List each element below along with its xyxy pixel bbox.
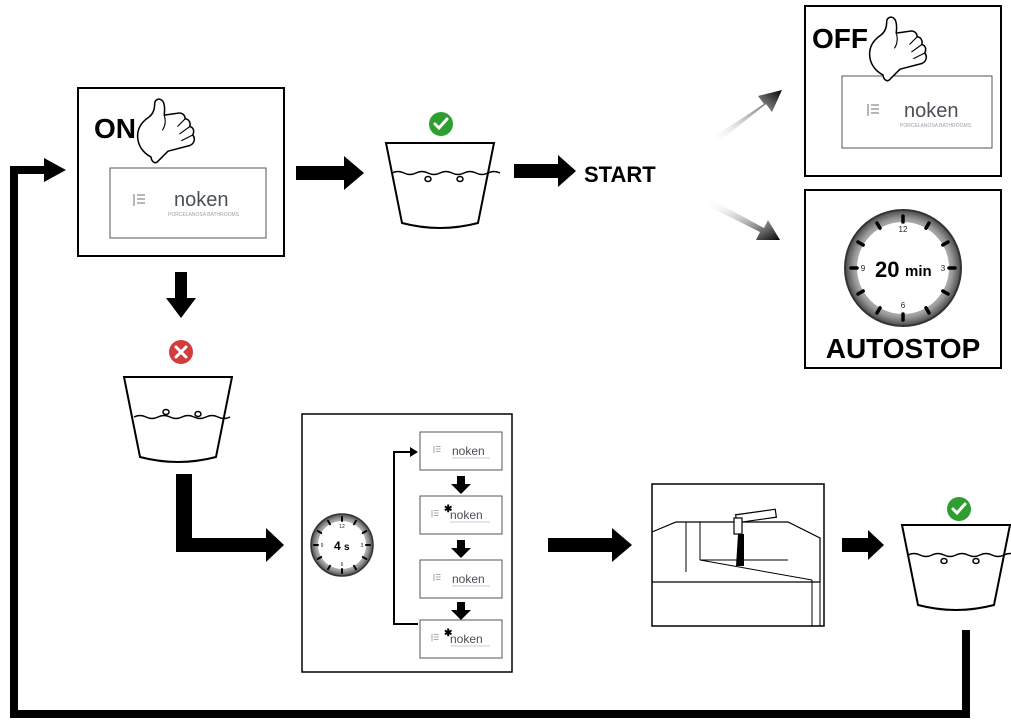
brand-tagline: PORCELANOSA BATHROOMS <box>168 212 240 218</box>
off-label: OFF <box>812 23 868 54</box>
dial-number: 3 <box>361 543 364 549</box>
arrow-right <box>44 158 66 182</box>
clock-tick <box>353 564 357 571</box>
autostop-label: AUTOSTOP <box>826 333 981 364</box>
top-bowl <box>385 112 501 229</box>
fill-tank-icon <box>651 508 821 626</box>
low-bowl <box>122 340 234 463</box>
brand-logo: noken <box>904 100 959 122</box>
clock-icon: 12 3 6 9 20 min <box>844 209 962 327</box>
clock-tick <box>941 289 950 296</box>
svg-text:noken: noken <box>452 572 485 586</box>
autostop-panel: 12 3 6 9 20 min AUTOSTOP <box>804 189 1002 369</box>
svg-text:noken: noken <box>450 632 483 646</box>
dial-number: 12 <box>339 524 345 530</box>
start-label: START <box>584 162 656 187</box>
plate-2: ✱ noken <box>419 495 503 535</box>
container-icon <box>122 376 234 463</box>
arrow-right <box>842 530 884 560</box>
off-panel[interactable]: OFF noken PORCELANOSA BATHROOMS <box>804 5 1002 177</box>
sensor-plate <box>841 75 993 149</box>
dial-number: 12 <box>899 225 908 234</box>
plate-4: ✱ noken <box>419 619 503 659</box>
clock-tick <box>327 519 331 526</box>
plate-3: noken <box>419 559 503 599</box>
sensor-plate <box>109 167 267 239</box>
svg-text:✱: ✱ <box>444 628 453 639</box>
dial-number: 3 <box>941 264 946 273</box>
arrow-right <box>548 528 632 562</box>
clock-tick <box>924 306 931 315</box>
clock-tick <box>361 556 368 560</box>
dial-number: 9 <box>861 264 866 273</box>
svg-text:noken: noken <box>452 444 485 458</box>
arrow-down <box>166 272 196 318</box>
branch-arrows <box>708 90 782 240</box>
arrow-right <box>514 155 576 187</box>
clock-tick <box>856 289 865 296</box>
clock-tick <box>327 564 331 571</box>
on-label: ON <box>94 113 136 144</box>
arrow-elbow <box>176 474 284 562</box>
container-icon <box>385 142 501 229</box>
plate-1: noken <box>419 431 503 471</box>
on-panel[interactable]: ON noken PORCELANOSA BATHROOMS <box>77 87 285 257</box>
cycle-panel: 12 3 6 9 4 s noken ✱ noken n <box>301 413 513 673</box>
clock-tick <box>316 530 323 534</box>
brand-tagline: PORCELANOSA BATHROOMS <box>900 123 972 129</box>
clock-icon: 12 3 6 9 4 s <box>310 513 374 577</box>
clock-tick <box>924 221 931 230</box>
fill-tank-panel <box>651 483 825 627</box>
svg-text:noken: noken <box>450 508 483 522</box>
clock-tick <box>856 240 865 247</box>
autostop-value: 20 <box>875 257 899 282</box>
final-bowl <box>901 497 1011 611</box>
clock-tick <box>353 519 357 526</box>
clock-tick <box>875 221 882 230</box>
cycle-value: 4 <box>334 539 341 553</box>
clock-tick <box>875 306 882 315</box>
clock-tick <box>316 556 323 560</box>
clock-tick <box>941 240 950 247</box>
container-icon <box>901 524 1011 611</box>
dial-number: 6 <box>341 562 344 568</box>
cycle-unit: s <box>344 542 350 553</box>
arrow-right <box>296 156 364 190</box>
clock-tick <box>361 530 368 534</box>
autostop-unit: min <box>905 263 932 280</box>
dial-number: 6 <box>901 301 906 310</box>
loop-line <box>10 166 970 718</box>
dial-number: 9 <box>321 543 324 549</box>
svg-text:✱: ✱ <box>444 504 453 515</box>
brand-logo: noken <box>174 189 229 211</box>
